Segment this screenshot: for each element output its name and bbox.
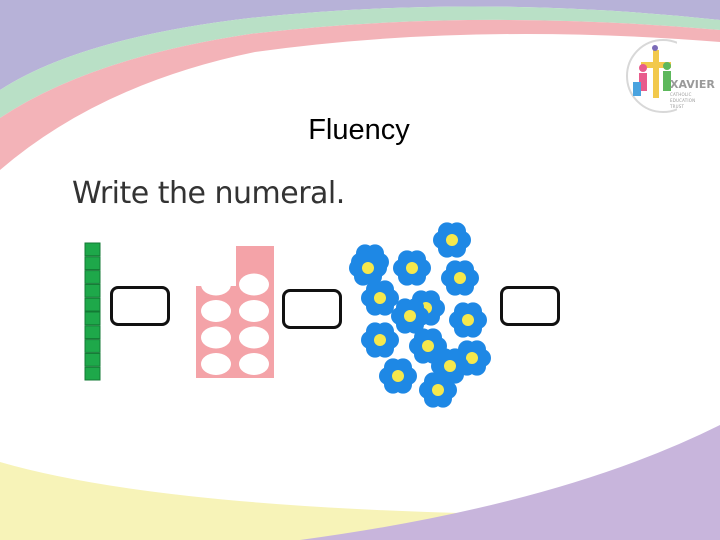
tens-rod bbox=[84, 242, 101, 381]
xavier-logo-icon bbox=[626, 39, 677, 113]
rod-unit bbox=[84, 311, 101, 326]
rod-unit bbox=[84, 352, 101, 367]
counter-spot bbox=[201, 300, 231, 322]
logo-subtitle-line: EDUCATION bbox=[670, 98, 696, 103]
logo-subtitle-line: TRUST bbox=[670, 104, 685, 109]
rod-unit bbox=[84, 297, 101, 312]
flower-center bbox=[454, 272, 466, 284]
rod-unit bbox=[84, 270, 101, 284]
flower-icon bbox=[431, 348, 469, 384]
counter-spot bbox=[239, 273, 269, 296]
flower-center bbox=[374, 334, 386, 346]
answer-box-1[interactable] bbox=[110, 286, 170, 326]
instruction-text: Write the numeral. bbox=[72, 176, 345, 211]
rod-unit bbox=[84, 283, 101, 298]
band-green bbox=[0, 6, 720, 118]
tens-frame bbox=[196, 246, 274, 378]
rod-unit bbox=[84, 256, 101, 271]
rod-unit bbox=[84, 339, 101, 353]
flower-group bbox=[349, 222, 491, 408]
flower-icon bbox=[349, 250, 387, 286]
flower-center bbox=[422, 340, 434, 352]
counter-spot bbox=[239, 300, 269, 322]
flower-center bbox=[432, 384, 444, 396]
rod-unit bbox=[84, 242, 101, 257]
flower-center bbox=[466, 352, 478, 364]
flower-center bbox=[446, 234, 458, 246]
logo-name: XAVIER bbox=[670, 78, 715, 91]
slide-title-text: Fluency bbox=[308, 114, 410, 146]
counter-spot bbox=[201, 353, 231, 375]
answer-box-3[interactable] bbox=[500, 286, 560, 326]
band-lilac bbox=[300, 425, 720, 540]
slide-title: Fluency bbox=[0, 114, 720, 147]
flower-center bbox=[444, 360, 456, 372]
band-pink bbox=[0, 19, 720, 170]
rod-unit bbox=[84, 325, 101, 340]
counter-spot bbox=[201, 273, 231, 296]
flower-icon bbox=[441, 260, 479, 296]
logo-subtitle-line: CATHOLIC bbox=[670, 92, 692, 97]
flower-center bbox=[374, 292, 386, 304]
flower-icon bbox=[393, 250, 431, 286]
flower-icon bbox=[449, 302, 487, 338]
flower-icon bbox=[361, 322, 399, 358]
flower-center bbox=[362, 262, 374, 274]
counter-spot bbox=[239, 353, 269, 375]
flower-icon bbox=[379, 358, 417, 394]
counter-spot bbox=[239, 326, 269, 349]
flower-icon bbox=[391, 298, 429, 334]
rod-unit bbox=[84, 366, 101, 381]
counter-spot bbox=[201, 326, 231, 349]
flower-center bbox=[462, 314, 474, 326]
flower-center bbox=[406, 262, 418, 274]
flower-center bbox=[404, 310, 416, 322]
flower-icon bbox=[433, 222, 471, 258]
band-purple bbox=[0, 0, 720, 90]
flower-center bbox=[392, 370, 404, 382]
answer-box-2[interactable] bbox=[282, 289, 342, 329]
